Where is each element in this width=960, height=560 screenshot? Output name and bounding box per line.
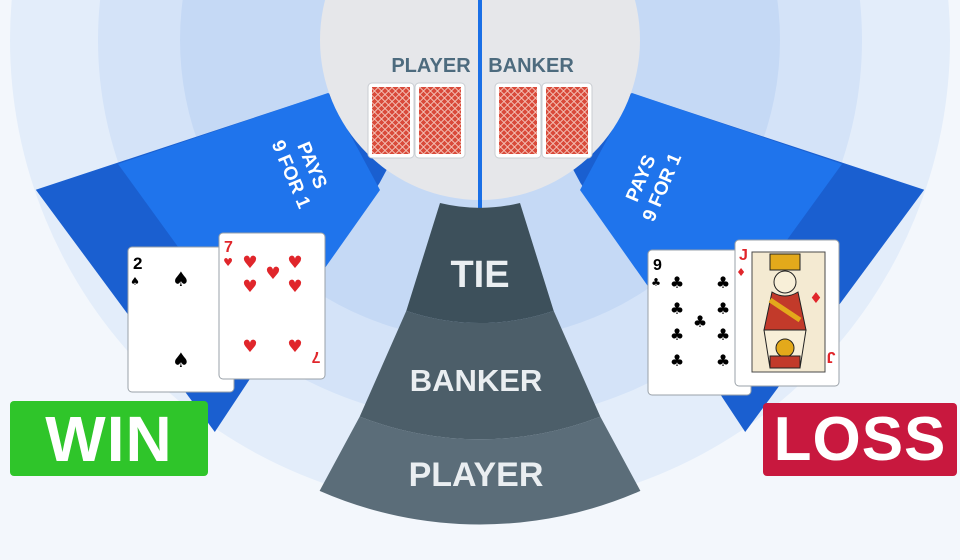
diamond-icon: ♦ [736, 266, 746, 279]
card-7-of-hearts: 7 ♥ ♥ ♥ ♥ ♥ ♥ ♥ ♥ 7 [218, 232, 326, 380]
club-icon: ♣ [651, 276, 661, 289]
card-2-of-spades: 2 ♠ ♠ ♠ [127, 246, 235, 393]
card-back-pattern [372, 87, 410, 154]
spade-icon: ♠ [172, 348, 190, 372]
card-rank-inverted: J [827, 348, 836, 365]
right-pays-band [580, 93, 842, 360]
player-bet-zone[interactable] [319, 416, 641, 525]
card-face [218, 232, 326, 380]
banker-side-label: BANKER [488, 55, 574, 77]
card-rank: 2 [133, 254, 142, 273]
spade-icon: ♠ [130, 275, 140, 288]
player-side-label: PLAYER [391, 55, 471, 77]
card-rank: 9 [653, 257, 662, 274]
heart-icon: ♥ [287, 337, 302, 357]
club-pips: ♣ ♣ ♣ ♣ ♣ ♣ ♣ ♣ ♣ ♣ [651, 273, 730, 370]
card-rank-inverted: 7 [311, 348, 320, 365]
card-back-pattern [546, 87, 588, 154]
banker-label: BANKER [410, 363, 543, 398]
heart-icon: ♥ [242, 253, 257, 273]
spade-icon: ♠ [172, 267, 190, 291]
left-pays-band [118, 93, 380, 360]
club-icon: ♣ [693, 312, 707, 331]
heart-icon: ♥ [242, 337, 257, 357]
club-icon: ♣ [670, 325, 684, 344]
card-jack-of-diamonds: J ♦ ♦ J [734, 239, 840, 387]
club-icon: ♣ [716, 273, 730, 292]
card-rank: 7 [224, 239, 233, 256]
banker-bet-zone[interactable] [359, 310, 601, 440]
club-icon: ♣ [716, 325, 730, 344]
card-back-pattern [419, 87, 461, 154]
center-divider [478, 0, 482, 212]
heart-icon: ♥ [287, 277, 302, 297]
player-face-down-cards [367, 82, 466, 159]
tie-label: TIE [450, 254, 509, 296]
player-label: PLAYER [409, 456, 544, 494]
club-icon: ♣ [670, 351, 684, 370]
club-icon: ♣ [716, 351, 730, 370]
banker-face-down-cards [494, 82, 593, 159]
card-rank: J [739, 247, 748, 264]
club-icon: ♣ [670, 273, 684, 292]
win-badge: WIN [10, 401, 208, 476]
heart-icon: ♥ [242, 277, 257, 297]
club-icon: ♣ [716, 299, 730, 318]
diamond-icon: ♦ [809, 289, 822, 307]
loss-badge: LOSS [763, 403, 957, 476]
heart-pips: ♥ ♥ ♥ ♥ ♥ ♥ ♥ ♥ [223, 253, 303, 357]
tie-bet-zone[interactable] [406, 203, 554, 324]
heart-icon: ♥ [287, 253, 302, 273]
jack-figure-icon [763, 253, 807, 369]
heart-icon: ♥ [223, 256, 233, 269]
card-9-of-clubs: 9 ♣ ♣ ♣ ♣ ♣ ♣ ♣ ♣ ♣ ♣ [647, 249, 752, 396]
club-icon: ♣ [670, 299, 684, 318]
card-back-pattern [499, 87, 537, 154]
heart-icon: ♥ [265, 264, 280, 284]
